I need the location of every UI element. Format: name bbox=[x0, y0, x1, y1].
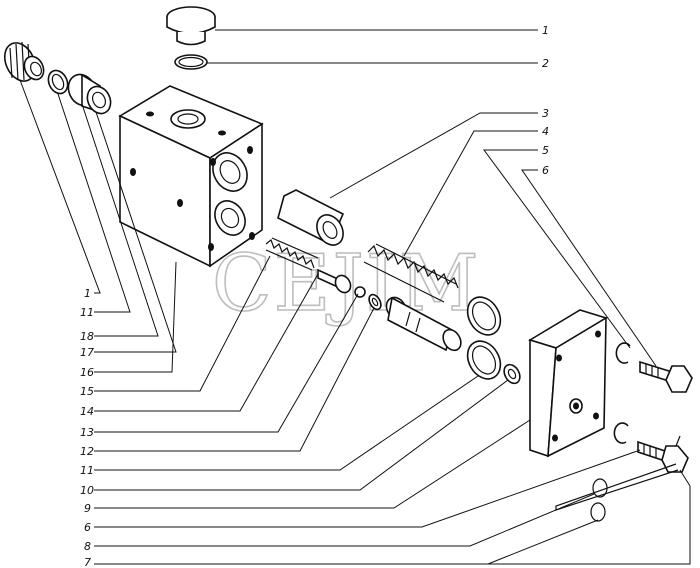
callout-left-18: 18 bbox=[80, 330, 94, 343]
callout-right-5: 5 bbox=[542, 144, 549, 157]
middle-oring-upper-part bbox=[466, 296, 502, 336]
callout-left-11b: 11 bbox=[80, 464, 94, 477]
spool-part bbox=[385, 296, 462, 352]
callout-left-11a: 11 bbox=[80, 306, 94, 319]
valve-body-part bbox=[118, 85, 264, 268]
spring-left-part bbox=[265, 237, 319, 271]
upper-lock-washer-part bbox=[615, 342, 631, 364]
cover-plate-part bbox=[528, 309, 608, 458]
callout-left-12: 12 bbox=[80, 445, 94, 458]
small-washer-part bbox=[368, 293, 382, 311]
spring-right-part bbox=[363, 243, 459, 303]
callout-left-15: 15 bbox=[80, 385, 94, 398]
callout-left-7: 7 bbox=[84, 556, 91, 568]
callouts-left: 1 11 18 17 16 15 14 13 12 11 10 9 6 8 7 bbox=[80, 287, 94, 568]
callout-left-9: 9 bbox=[84, 502, 91, 515]
left-small-oring-part bbox=[47, 69, 69, 95]
callout-left-6: 6 bbox=[84, 521, 91, 534]
callout-left-16: 16 bbox=[80, 366, 94, 379]
callout-left-13: 13 bbox=[80, 426, 94, 439]
cylinder-sleeve-part bbox=[277, 189, 345, 246]
lower-bolt-part bbox=[555, 435, 689, 511]
callout-right-4: 4 bbox=[542, 125, 549, 138]
leader-lines bbox=[19, 29, 691, 565]
callout-right-1: 1 bbox=[542, 24, 549, 37]
callout-left-8: 8 bbox=[84, 540, 91, 553]
callout-left-1: 1 bbox=[84, 287, 91, 300]
callouts-right: 1 2 3 4 5 6 bbox=[542, 24, 549, 177]
left-sleeve-part bbox=[67, 73, 112, 115]
top-cap-part bbox=[166, 6, 216, 46]
lockwire-coil-part bbox=[590, 478, 608, 522]
top-oring-part bbox=[174, 54, 208, 70]
callout-right-3: 3 bbox=[542, 107, 549, 120]
lower-lock-washer-part bbox=[613, 422, 629, 444]
callout-right-2: 2 bbox=[542, 57, 549, 70]
middle-oring-lower-part bbox=[466, 340, 502, 380]
left-threaded-plug-part bbox=[3, 41, 45, 82]
callout-left-10: 10 bbox=[80, 484, 94, 497]
callout-left-17: 17 bbox=[80, 346, 94, 359]
callout-right-6: 6 bbox=[542, 164, 549, 177]
plunger-pin-part bbox=[317, 268, 352, 294]
plate-washer-part bbox=[503, 363, 521, 385]
callout-left-14: 14 bbox=[80, 405, 94, 418]
ball-part bbox=[354, 286, 366, 298]
upper-bolt-part bbox=[639, 360, 693, 393]
